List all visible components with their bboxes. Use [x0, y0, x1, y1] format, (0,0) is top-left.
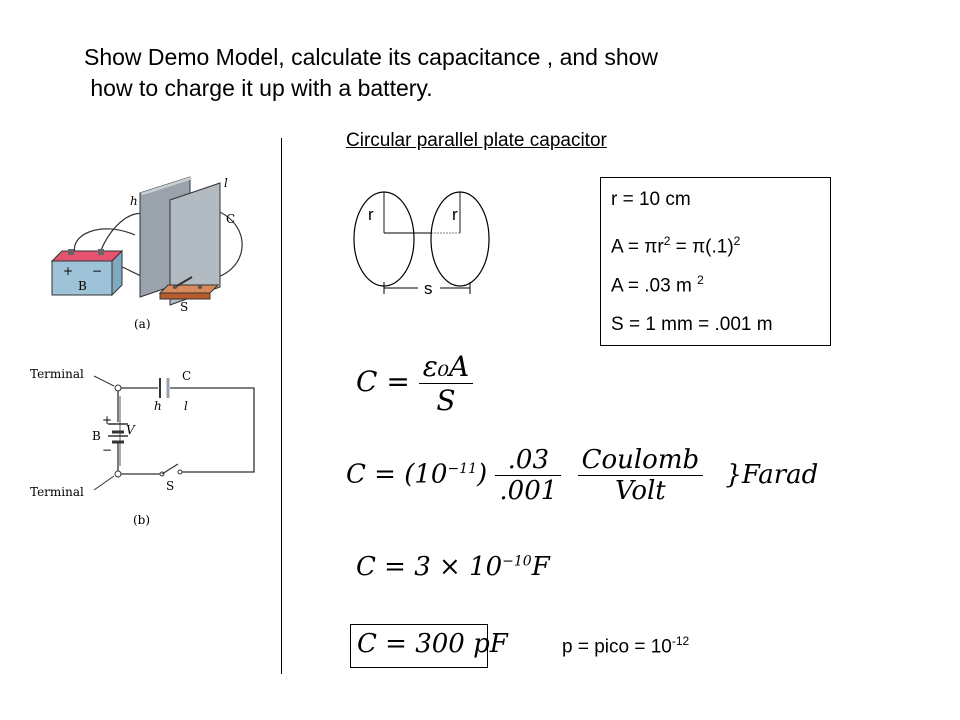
plate-r-right: r: [452, 205, 458, 224]
given-area-formula: A = πr2 = π(.1)2: [611, 234, 741, 258]
fig-b-label-c: C: [182, 369, 191, 383]
figure-b-circuit-schematic: Terminal Terminal C h l B + − V S (b): [30, 367, 255, 527]
section-heading: Circular parallel plate capacitor: [346, 130, 607, 151]
fig-b-label-v: V: [126, 423, 136, 437]
plate-l: [169, 182, 221, 306]
given-separation: S = 1 mm = .001 m: [611, 314, 773, 335]
fig-a-label-l: l: [224, 176, 228, 190]
given-radius: r = 10 cm: [611, 189, 691, 210]
fig-a-label-plus: +: [63, 264, 73, 278]
fig-b-terminal-top: Terminal: [30, 367, 84, 381]
pico-definition: p = pico = 10-12: [562, 634, 690, 658]
fig-b-label-plus: +: [102, 413, 112, 427]
fig-b-label-minus: −: [102, 443, 112, 457]
battery-b: [50, 249, 124, 297]
fig-b-terminal-bottom: Terminal: [30, 485, 84, 499]
separation-s-label: s: [424, 279, 433, 298]
fig-b-label-l: l: [184, 399, 188, 413]
circular-plates-diagram: r r s: [353, 191, 490, 298]
plate-r-left: r: [368, 205, 374, 224]
equation-final-answer: C = 300 pF: [350, 624, 508, 668]
title-line-1: Show Demo Model, calculate its capacitan…: [84, 44, 659, 70]
fig-a-label-b: B: [78, 279, 87, 293]
given-area-value: A = .03 m 2: [611, 273, 704, 297]
switch-s: [158, 276, 220, 300]
fig-a-label-s: S: [180, 300, 188, 314]
vertical-divider: [281, 138, 282, 674]
givens-box: r = 10 cm A = πr2 = π(.1)2 A = .03 m 2 S…: [600, 177, 831, 346]
fig-a-label-c: C: [226, 212, 235, 226]
figure-a-battery-capacitor: h l C + − B S (a): [50, 176, 243, 331]
fig-b-caption: (b): [133, 513, 150, 527]
fig-a-caption: (a): [134, 317, 151, 331]
slide-title: Show Demo Model, calculate its capacitan…: [84, 42, 658, 104]
fig-b-label-b: B: [92, 429, 101, 443]
fig-a-label-h: h: [130, 194, 138, 208]
equation-result-scientific: C = 3 × 10−10F: [356, 552, 550, 582]
fig-b-label-s: S: [166, 479, 174, 493]
fig-b-label-h: h: [154, 399, 162, 413]
fig-a-label-minus: −: [92, 264, 102, 278]
title-line-2: how to charge it up with a battery.: [84, 75, 433, 101]
